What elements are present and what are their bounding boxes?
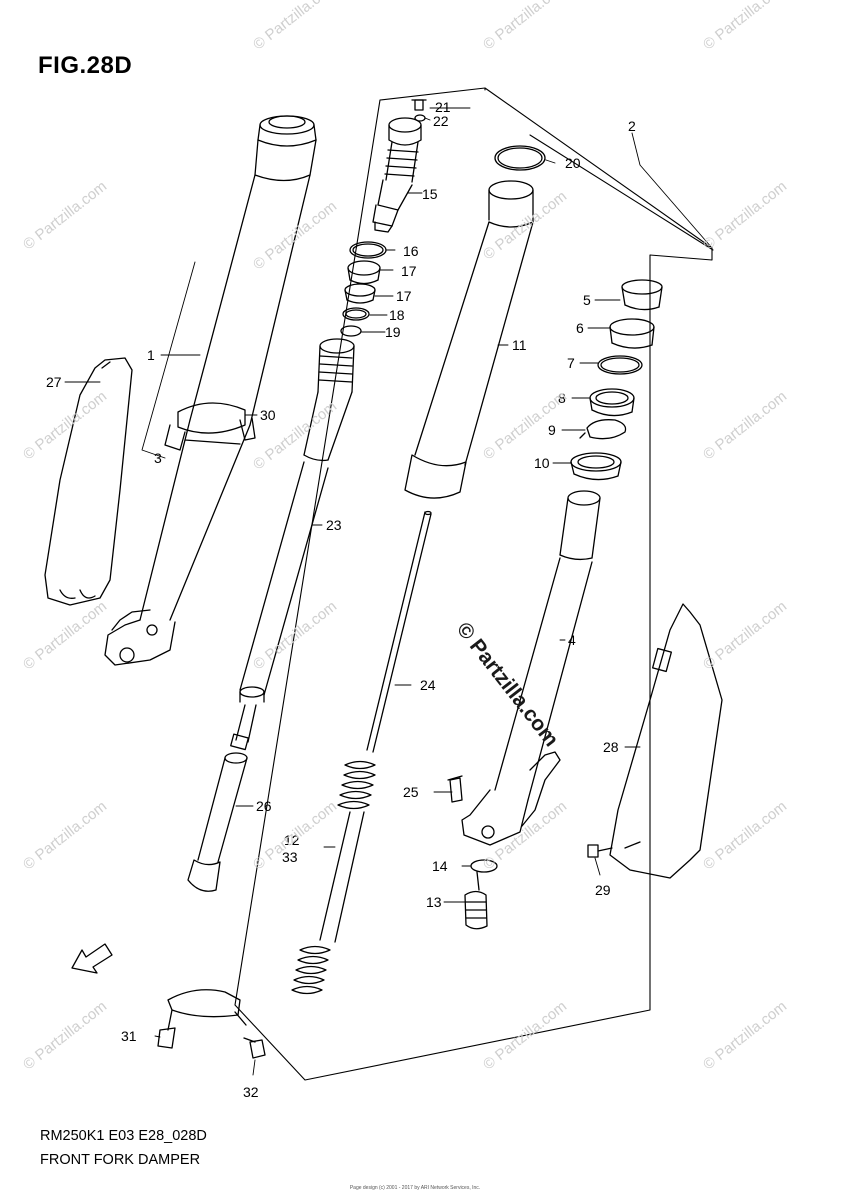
callout-8: 8 bbox=[558, 390, 566, 406]
callout-12: 12 bbox=[284, 832, 300, 848]
clip-part-9 bbox=[579, 419, 627, 440]
leader-lines bbox=[64, 107, 713, 1076]
fork-guard-part-27 bbox=[44, 357, 133, 606]
callout-13: 13 bbox=[426, 894, 442, 910]
callout-16: 16 bbox=[403, 243, 419, 259]
base-valve-part-13 bbox=[464, 871, 488, 930]
callout-9: 9 bbox=[548, 422, 556, 438]
inner-tube-part-4 bbox=[461, 490, 601, 846]
model-code: RM250K1 E03 E28_028D bbox=[40, 1128, 207, 1144]
washer-part-7 bbox=[597, 355, 643, 375]
callout-30: 30 bbox=[260, 407, 276, 423]
oring-part-14 bbox=[470, 859, 498, 873]
callout-5: 5 bbox=[583, 292, 591, 308]
bushing-part-6 bbox=[609, 318, 655, 349]
callout-1: 1 bbox=[147, 347, 155, 363]
callout-4: 4 bbox=[568, 632, 576, 648]
bushing-part-5 bbox=[621, 279, 663, 311]
fork-guard-part-28 bbox=[609, 603, 723, 879]
callout-18: 18 bbox=[389, 307, 405, 323]
fwd-arrow-icon bbox=[71, 943, 113, 974]
callout-32: 32 bbox=[243, 1084, 259, 1100]
clamp-part-31 bbox=[157, 989, 247, 1049]
assembly-outline bbox=[234, 87, 713, 1081]
callout-24: 24 bbox=[420, 677, 436, 693]
callout-20: 20 bbox=[565, 155, 581, 171]
clamp-part-30 bbox=[164, 402, 256, 451]
callout-7: 7 bbox=[567, 355, 575, 371]
dust-seal-part-10 bbox=[570, 452, 622, 481]
callout-14: 14 bbox=[432, 858, 448, 874]
inner-tube-part-11 bbox=[404, 180, 534, 499]
bolt-part-32 bbox=[243, 1037, 266, 1059]
page-credit: Page design (c) 2001 - 2017 by ARI Netwo… bbox=[349, 1185, 481, 1191]
callout-25: 25 bbox=[403, 784, 419, 800]
callout-29: 29 bbox=[595, 882, 611, 898]
callout-11: 11 bbox=[512, 337, 527, 353]
callout-10: 10 bbox=[534, 455, 550, 471]
callout-31: 31 bbox=[121, 1028, 137, 1044]
figure-name: FRONT FORK DAMPER bbox=[40, 1152, 201, 1168]
ring-part-18 bbox=[342, 307, 370, 321]
ring-part-19 bbox=[340, 325, 362, 337]
callout-17b: 17 bbox=[396, 288, 412, 304]
callout-23: 23 bbox=[326, 517, 342, 533]
spring-part-12 bbox=[291, 760, 376, 995]
callout-17a: 17 bbox=[401, 263, 417, 279]
callout-6: 6 bbox=[576, 320, 584, 336]
bolt-part-21 bbox=[411, 99, 427, 111]
seal-part-8 bbox=[589, 388, 635, 417]
callout-33: 33 bbox=[282, 849, 298, 865]
outer-tube-part-1 bbox=[104, 115, 317, 666]
screw-part-25 bbox=[447, 775, 463, 803]
callout-28: 28 bbox=[603, 739, 619, 755]
callout-26: 26 bbox=[256, 798, 272, 814]
bolt-part-29 bbox=[587, 844, 613, 858]
callout-2: 2 bbox=[628, 118, 636, 134]
oring-part-20 bbox=[494, 145, 546, 171]
rod-part-24 bbox=[366, 510, 432, 753]
callout-3: 3 bbox=[154, 450, 162, 466]
damper-cylinder-part-23 bbox=[230, 338, 355, 751]
cap-assembly-part-15 bbox=[372, 117, 422, 233]
callout-22: 22 bbox=[433, 113, 449, 129]
callout-21: 21 bbox=[435, 99, 451, 115]
bushing-part-17b bbox=[344, 283, 376, 304]
damper-tube-part-26 bbox=[187, 752, 248, 892]
callout-27: 27 bbox=[46, 374, 62, 390]
figure-title: FIG.28D bbox=[38, 52, 133, 79]
callout-15: 15 bbox=[422, 186, 438, 202]
callout-19: 19 bbox=[385, 324, 401, 340]
